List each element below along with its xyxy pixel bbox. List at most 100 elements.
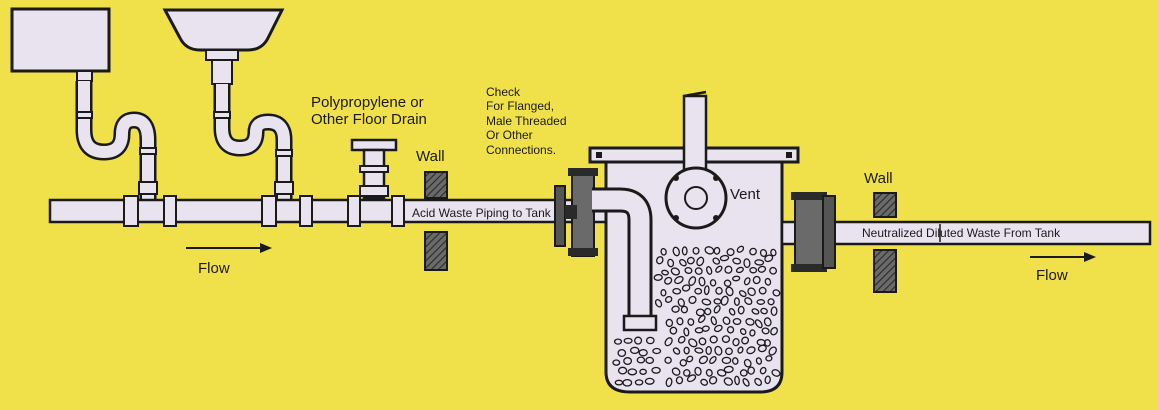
sink-trap-right <box>213 84 294 200</box>
limestone-chip <box>664 356 672 364</box>
limestone-chip <box>665 318 674 328</box>
limestone-chip <box>741 336 750 345</box>
limestone-chip <box>704 307 712 316</box>
floor-drain-label-line: Other Floor Drain <box>311 111 427 129</box>
limestone-chip <box>708 376 718 385</box>
limestone-chip <box>732 357 739 365</box>
limestone-chip <box>694 347 704 354</box>
floor-drain-label: Polypropylene or Other Floor Drain <box>311 94 461 129</box>
limestone-chip <box>671 305 680 313</box>
limestone-chip <box>719 254 730 262</box>
limestone-chip <box>638 348 648 357</box>
flow-label-right: Flow <box>1036 267 1068 284</box>
limestone-chip <box>700 378 709 386</box>
limestone-chip <box>687 318 695 326</box>
limestone-chip <box>672 246 680 257</box>
limestone-chips <box>612 245 781 388</box>
limestone-chip <box>736 245 745 253</box>
limestone-chip <box>747 366 755 375</box>
limestone-chip <box>759 248 768 258</box>
limestone-chip <box>639 368 647 375</box>
limestone-chip <box>706 266 713 275</box>
check-label-line: Connections. <box>486 142 557 157</box>
limestone-chip <box>757 265 767 273</box>
limestone-chip <box>742 378 750 387</box>
limestone-chip <box>723 365 734 374</box>
inlet-pipe-label: Acid Waste Piping to Tank <box>412 206 551 220</box>
limestone-chip <box>623 357 633 365</box>
limestone-chip <box>636 356 646 364</box>
limestone-chip <box>709 279 717 287</box>
limestone-chip <box>770 248 777 257</box>
limestone-chip <box>674 275 684 285</box>
sink-right <box>162 8 285 85</box>
limestone-chip <box>665 377 673 388</box>
limestone-chip <box>770 326 778 336</box>
check-label-line: Check <box>486 85 521 99</box>
check-label-line: Male Threaded <box>486 113 567 128</box>
floor-drain-label-line: Polypropylene or <box>311 94 424 111</box>
limestone-chip <box>671 367 681 376</box>
wall-left-label: Wall <box>416 148 445 165</box>
limestone-chip <box>675 376 684 385</box>
limestone-chip <box>676 317 684 326</box>
limestone-chip <box>771 369 781 377</box>
limestone-chip <box>680 305 689 314</box>
limestone-chip <box>723 377 734 386</box>
limestone-chip <box>683 346 690 355</box>
limestone-chip <box>617 366 628 375</box>
limestone-chip <box>670 267 681 276</box>
flow-arrow-left <box>186 243 272 253</box>
limestone-chip <box>769 266 778 275</box>
limestone-chip <box>714 345 723 356</box>
limestone-chip <box>733 297 740 306</box>
limestone-chip <box>683 369 691 377</box>
limestone-chip <box>623 337 633 344</box>
limestone-chip <box>721 356 732 365</box>
limestone-chip <box>698 276 706 287</box>
limestone-chip <box>728 308 736 316</box>
limestone-chip <box>724 265 733 274</box>
limestone-chip <box>653 274 663 281</box>
limestone-chip <box>749 247 757 256</box>
limestone-chip <box>732 317 742 326</box>
limestone-chip <box>756 299 766 305</box>
limestone-chip <box>704 246 715 255</box>
inlet-flange <box>554 168 598 257</box>
limestone-chip <box>755 357 763 365</box>
limestone-chip <box>770 306 778 317</box>
limestone-chip <box>745 318 755 326</box>
wall-right-label: Wall <box>864 170 893 187</box>
limestone-chip <box>613 338 623 345</box>
limestone-chip <box>686 256 695 265</box>
check-label-line: Or Other <box>486 128 533 143</box>
limestone-chip <box>612 359 621 366</box>
limestone-chip <box>664 276 673 285</box>
limestone-chip <box>672 347 681 355</box>
limestone-chip <box>713 324 723 333</box>
limestone-chip <box>768 346 777 356</box>
limestone-chip <box>709 355 717 365</box>
limestone-chip <box>683 327 690 337</box>
limestone-chip <box>681 284 691 292</box>
limestone-chip <box>764 254 774 263</box>
outlet-pipe <box>780 220 1152 246</box>
outlet-pipe-label: Neutralized Diluted Waste From Tank <box>862 226 1061 240</box>
limestone-chip <box>645 336 655 345</box>
limestone-chip <box>644 377 655 385</box>
limestone-chip <box>764 277 772 286</box>
floor-drain <box>350 138 398 200</box>
limestone-chip <box>760 307 768 315</box>
limestone-chip <box>743 277 751 286</box>
limestone-chip <box>754 377 763 386</box>
limestone-chip <box>705 368 713 377</box>
limestone-chip <box>651 366 661 374</box>
limestone-chip <box>767 298 775 306</box>
limestone-chip <box>698 355 709 365</box>
limestone-chip <box>661 269 669 276</box>
wall-left <box>424 171 448 271</box>
limestone-chip <box>732 275 741 282</box>
limestone-chip <box>654 298 663 308</box>
limestone-chip <box>696 256 705 267</box>
limestone-chip <box>686 374 697 383</box>
